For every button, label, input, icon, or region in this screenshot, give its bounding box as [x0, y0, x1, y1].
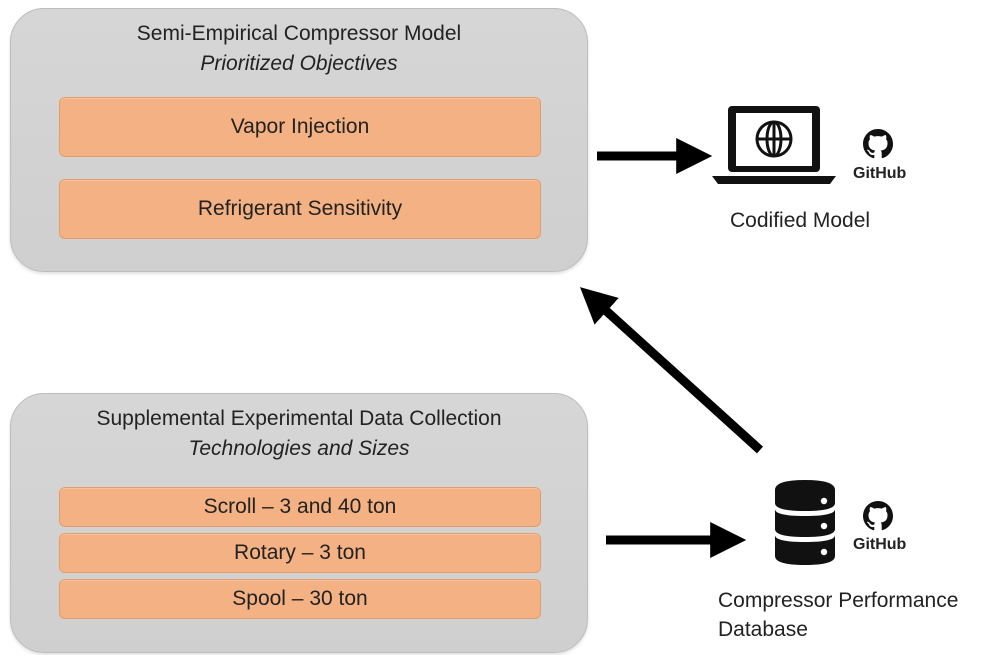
model-panel-subtitle: Prioritized Objectives	[200, 52, 398, 75]
github-icon	[863, 501, 893, 531]
technology-scroll: Scroll – 3 and 40 ton	[59, 487, 541, 527]
github-label-model: GitHub	[853, 165, 907, 182]
database-label-line2: Database	[718, 618, 808, 641]
database-icon	[775, 480, 835, 565]
laptop-globe-icon	[712, 106, 836, 184]
codified-model-label: Codified Model	[730, 209, 871, 232]
model-panel: Semi-Empirical Compressor Model Prioriti…	[10, 8, 588, 272]
model-panel-title: Semi-Empirical Compressor Model	[136, 22, 462, 45]
objective-refrigerant-sensitivity: Refrigerant Sensitivity	[59, 179, 541, 239]
github-label-database: GitHub	[853, 536, 907, 553]
technology-spool: Spool – 30 ton	[59, 579, 541, 619]
data-panel-subtitle: Technologies and Sizes	[188, 437, 410, 460]
github-icon	[863, 129, 893, 159]
data-panel-title: Supplemental Experimental Data Collectio…	[96, 407, 502, 430]
database-label-line1: Compressor Performance	[718, 589, 959, 612]
data-panel: Supplemental Experimental Data Collectio…	[10, 393, 588, 653]
arrow-database-to-model	[579, 287, 764, 454]
technology-rotary: Rotary – 3 ton	[59, 533, 541, 573]
objective-vapor-injection: Vapor Injection	[59, 97, 541, 157]
